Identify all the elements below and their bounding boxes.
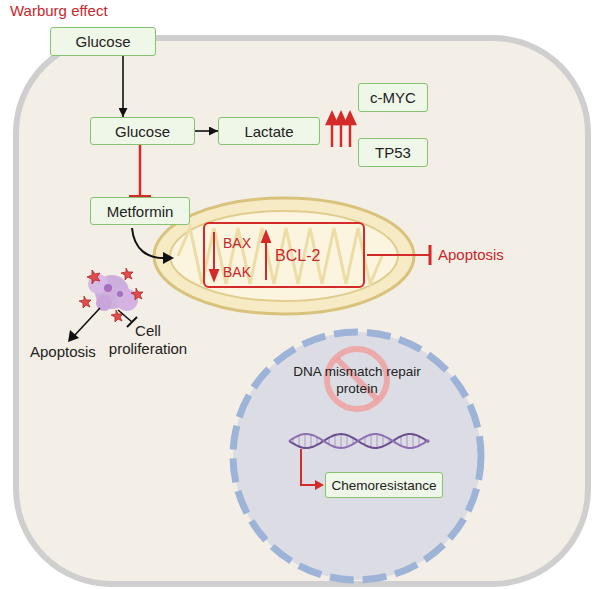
gene-box: c-MYC (358, 83, 428, 112)
substrate-box: Glucose (90, 117, 195, 145)
flow-arrow (195, 130, 218, 132)
node-label: TP53 (375, 144, 411, 161)
apoptotic-cell (79, 268, 143, 322)
effect-label: Apoptosis (438, 246, 504, 264)
inhibition-connector (139, 145, 142, 197)
outcome-arrows (68, 308, 137, 342)
protein-box: BAX BAK BCL-2 (203, 222, 365, 288)
node-label: Glucose (75, 33, 130, 50)
effect-label: Apoptosis (30, 343, 96, 361)
nucleus-label: DNA mismatch repair protein (289, 363, 425, 397)
metformin-arrow (132, 228, 174, 264)
nucleus: DNA mismatch repair proteinChemoresistan… (227, 327, 487, 585)
node-label: BAX BAK (223, 229, 257, 287)
cell-membrane (16, 38, 588, 584)
diagram-title: Warburg effect (10, 2, 108, 19)
substrate-box: Glucose (50, 27, 156, 56)
node-label: Lactate (244, 123, 293, 140)
effect-label: Cell proliferation (100, 322, 196, 358)
node-label: Glucose (115, 123, 170, 140)
node-label: Chemoresistance (331, 477, 436, 494)
node-label: BCL-2 (275, 246, 320, 266)
inhibition-line (367, 245, 430, 265)
drug-box: Metformin (90, 197, 190, 225)
node-label: Metformin (107, 203, 174, 220)
outcome-box: Chemoresistance (325, 472, 443, 498)
flow-arrow (122, 56, 124, 117)
metabolite-box: Lactate (218, 117, 320, 145)
upregulation-arrows (327, 113, 355, 147)
gene-box: TP53 (358, 138, 428, 167)
node-label: c-MYC (370, 89, 416, 106)
